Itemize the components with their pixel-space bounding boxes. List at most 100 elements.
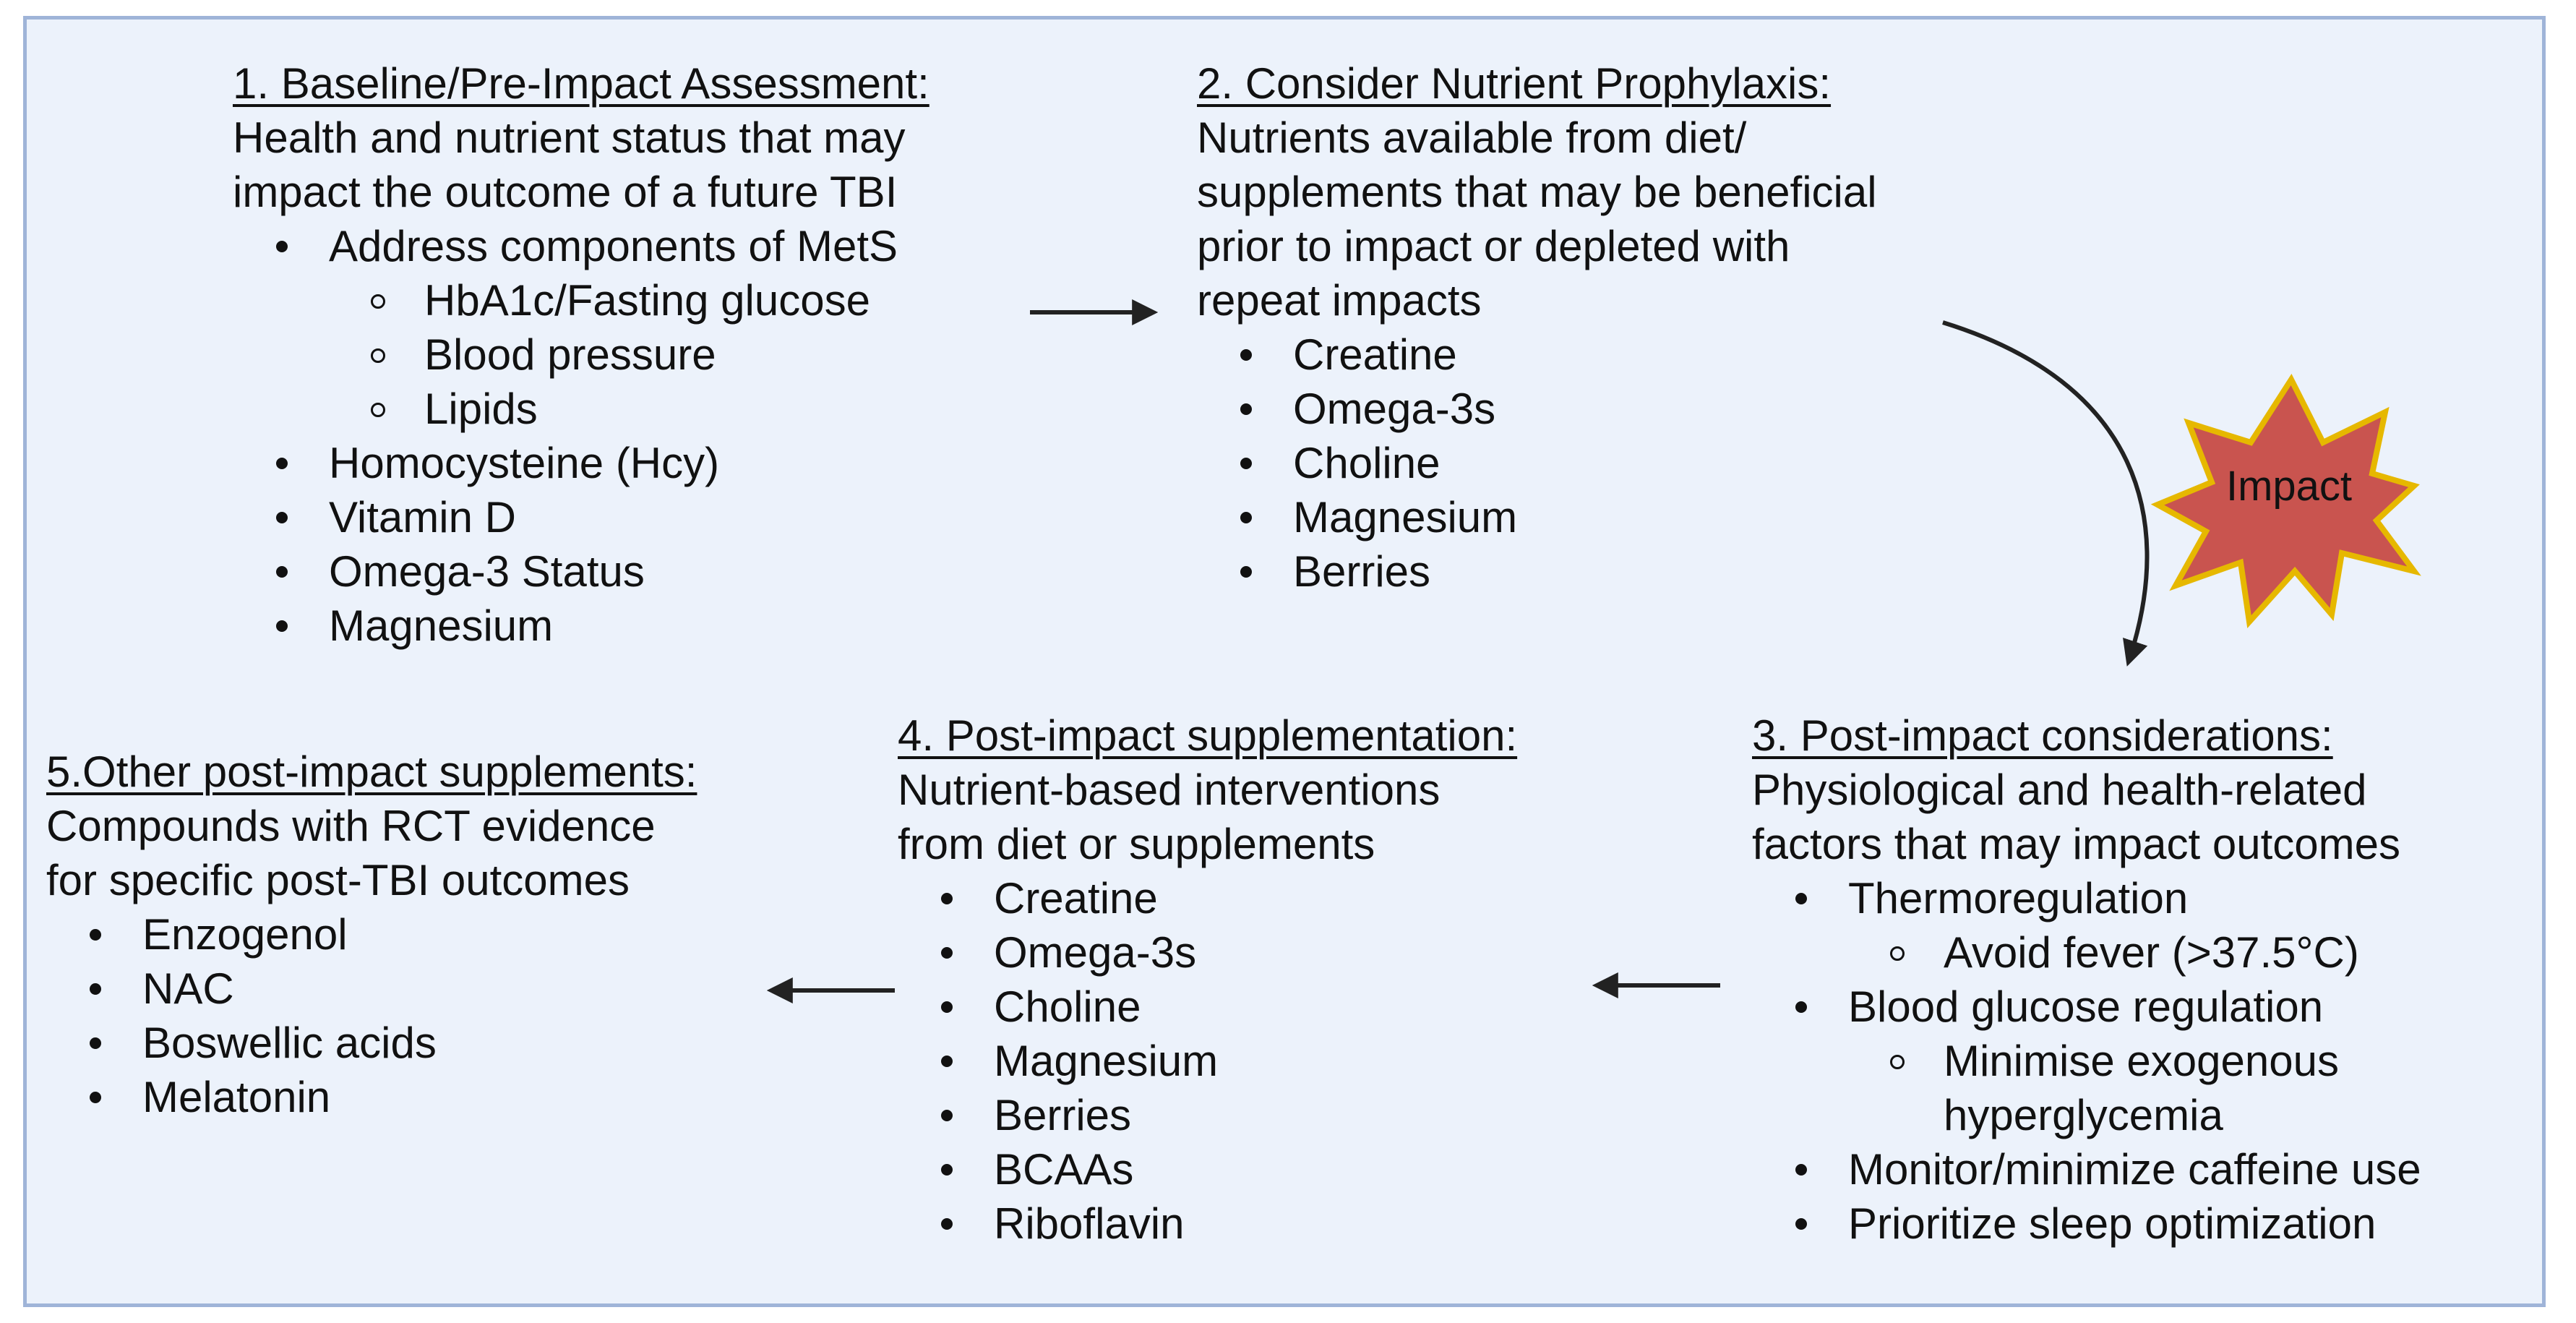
list-item: Blood glucose regulation	[1752, 980, 2421, 1034]
step1-baseline-assessment: 1. Baseline/Pre-Impact Assessment: Healt…	[233, 56, 929, 653]
list-item: Prioritize sleep optimization	[1752, 1196, 2421, 1251]
list-item-label: Riboflavin	[994, 1199, 1185, 1248]
list-item: Vitamin D	[233, 490, 929, 544]
list-item-label: Magnesium	[1293, 493, 1518, 541]
bullet-icon	[1240, 403, 1252, 415]
list-item-label: Berries	[994, 1091, 1132, 1139]
bullet-icon	[941, 1110, 953, 1121]
bullet-icon	[276, 566, 288, 578]
bullet-icon	[276, 620, 288, 632]
list-item: Address components of MetS	[233, 219, 929, 273]
sub-list-item: Minimise exogenous	[1752, 1034, 2421, 1088]
list-item: Melatonin	[46, 1070, 697, 1124]
list-item: Omega-3s	[898, 925, 1517, 980]
list-item-label: Omega-3s	[994, 928, 1197, 977]
step1-desc-line: Health and nutrient status that may	[233, 114, 906, 162]
list-item-label: Creatine	[994, 874, 1158, 922]
step4-heading: 4. Post-impact supplementation:	[898, 711, 1518, 760]
bullet-icon	[941, 1001, 953, 1013]
sub-item-label: Avoid fever (>37.5°C)	[1944, 928, 2359, 977]
circle-bullet-icon	[371, 294, 385, 309]
list-item-label: Prioritize sleep optimization	[1848, 1199, 2377, 1248]
list-item-label: Homocysteine (Hcy)	[329, 439, 720, 487]
bullet-icon	[1795, 1164, 1807, 1176]
sub-list-item: Blood pressure	[233, 327, 929, 382]
sub-item-label: Lipids	[424, 385, 538, 433]
step4-desc-line: from diet or supplements	[898, 820, 1375, 868]
list-item: Magnesium	[1197, 490, 1877, 544]
bullet-icon	[276, 458, 288, 469]
bullet-icon	[1795, 893, 1807, 904]
list-item-label: NAC	[142, 964, 234, 1013]
bullet-icon	[276, 241, 288, 252]
list-item-label: Melatonin	[142, 1073, 331, 1121]
step5-other-supplements: 5.Other post-impact supplements: Compoun…	[46, 745, 697, 1124]
list-item: Berries	[1197, 544, 1877, 599]
step4-desc-line: Nutrient-based interventions	[898, 766, 1441, 814]
list-item-label: BCAAs	[994, 1145, 1134, 1194]
sub-list-item-continuation: hyperglycemia	[1752, 1088, 2421, 1142]
bullet-icon	[90, 1092, 101, 1103]
step1-list: Address components of MetS HbA1c/Fasting…	[233, 219, 929, 653]
bullet-icon	[941, 1056, 953, 1067]
list-item: Omega-3 Status	[233, 544, 929, 599]
step1-desc-line: impact the outcome of a future TBI	[233, 168, 898, 216]
bullet-icon	[941, 893, 953, 904]
bullet-icon	[941, 1164, 953, 1176]
circle-bullet-icon	[1890, 1055, 1905, 1069]
sub-list-item: HbA1c/Fasting glucose	[233, 273, 929, 327]
step2-desc-line: Nutrients available from diet/	[1197, 114, 1747, 162]
bullet-icon	[1240, 512, 1252, 523]
bullet-icon	[1795, 1218, 1807, 1230]
step4-list: Creatine Omega-3s Choline Magnesium Berr…	[898, 871, 1517, 1251]
list-item-label: Choline	[1293, 439, 1441, 487]
list-item-label: Omega-3s	[1293, 385, 1496, 433]
step3-post-impact-considerations: 3. Post-impact considerations: Physiolog…	[1752, 708, 2421, 1251]
sub-item-label: HbA1c/Fasting glucose	[424, 276, 870, 325]
step2-heading: 2. Consider Nutrient Prophylaxis:	[1197, 59, 1832, 108]
list-item-label: Enzogenol	[142, 910, 348, 959]
circle-bullet-icon	[371, 348, 385, 363]
step2-nutrient-prophylaxis: 2. Consider Nutrient Prophylaxis: Nutrie…	[1197, 56, 1877, 599]
bullet-icon	[941, 947, 953, 959]
step5-list: Enzogenol NAC Boswellic acids Melatonin	[46, 907, 697, 1124]
step3-desc-line: factors that may impact outcomes	[1752, 820, 2401, 868]
list-item-label: Address components of MetS	[329, 222, 898, 270]
list-item-label: Vitamin D	[329, 493, 516, 541]
bullet-icon	[1795, 1001, 1807, 1013]
list-item: NAC	[46, 962, 697, 1016]
list-item-label: Monitor/minimize caffeine use	[1848, 1145, 2421, 1194]
list-item: Enzogenol	[46, 907, 697, 962]
list-item-label: Magnesium	[329, 601, 554, 650]
list-item-label: Magnesium	[994, 1037, 1219, 1085]
sub-item-label: hyperglycemia	[1944, 1091, 2223, 1139]
list-item: Riboflavin	[898, 1196, 1517, 1251]
list-item: Choline	[898, 980, 1517, 1034]
list-item-label: Blood glucose regulation	[1848, 982, 2324, 1031]
list-item: Choline	[1197, 436, 1877, 490]
step3-list: Thermoregulation Avoid fever (>37.5°C) B…	[1752, 871, 2421, 1251]
step2-desc-line: supplements that may be beneficial	[1197, 168, 1877, 216]
step2-list: Creatine Omega-3s Choline Magnesium Berr…	[1197, 327, 1877, 599]
list-item: Thermoregulation	[1752, 871, 2421, 925]
sub-item-label: Minimise exogenous	[1944, 1037, 2339, 1085]
list-item: Homocysteine (Hcy)	[233, 436, 929, 490]
list-item-label: Boswellic acids	[142, 1019, 437, 1067]
circle-bullet-icon	[371, 403, 385, 417]
list-item-label: Choline	[994, 982, 1141, 1031]
step3-desc-line: Physiological and health-related	[1752, 766, 2367, 814]
step1-heading: 1. Baseline/Pre-Impact Assessment:	[233, 59, 929, 108]
list-item-label: Berries	[1293, 547, 1431, 596]
list-item: Magnesium	[898, 1034, 1517, 1088]
step2-desc-line: prior to impact or depleted with	[1197, 222, 1790, 270]
list-item: Creatine	[1197, 327, 1877, 382]
list-item: Magnesium	[233, 599, 929, 653]
list-item: Monitor/minimize caffeine use	[1752, 1142, 2421, 1196]
step5-heading: 5.Other post-impact supplements:	[46, 748, 697, 796]
list-item: Creatine	[898, 871, 1517, 925]
bullet-icon	[90, 983, 101, 995]
list-item: Omega-3s	[1197, 382, 1877, 436]
list-item-label: Thermoregulation	[1848, 874, 2189, 922]
step5-desc-line: for specific post-TBI outcomes	[46, 856, 630, 904]
